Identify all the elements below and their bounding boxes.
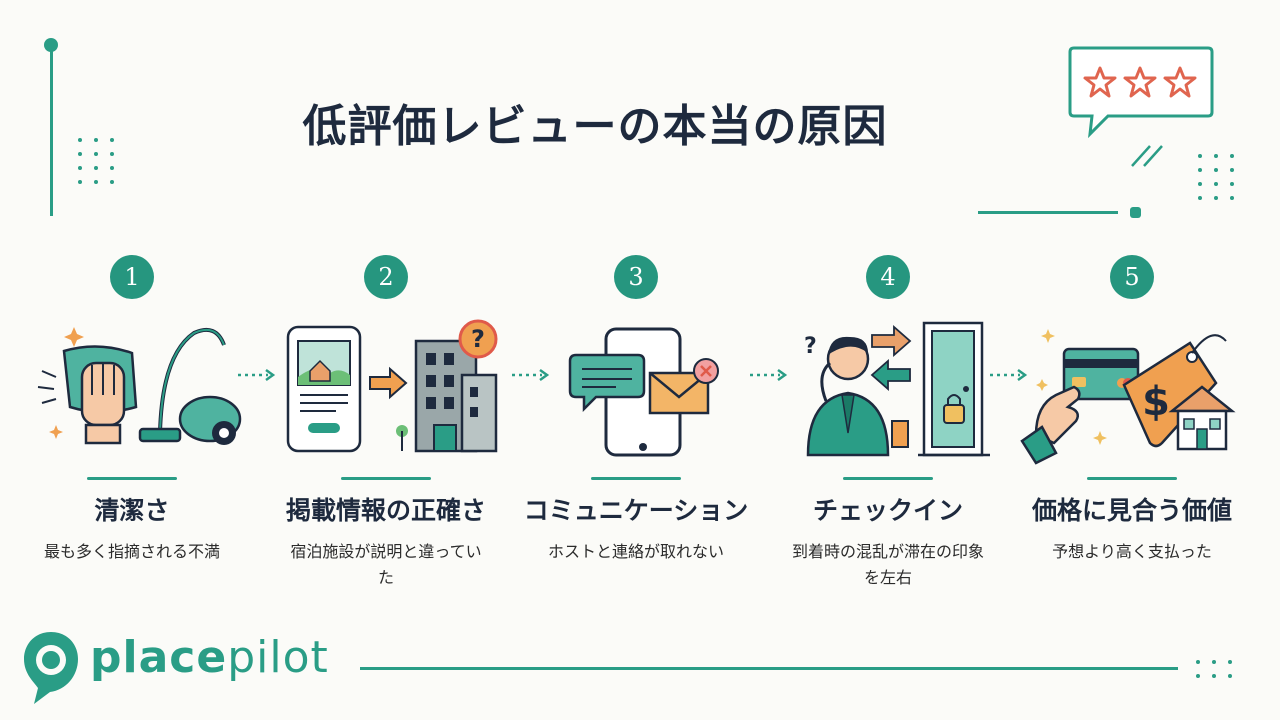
footer-dot-grid xyxy=(1196,660,1234,678)
page-title: 低評価レビューの本当の原因 xyxy=(302,101,888,152)
step-number-badge: 5 xyxy=(1110,255,1154,299)
step-label: 掲載情報の正確さ xyxy=(285,496,486,525)
step-1: 1 清潔さ 最も多く指摘される不満 xyxy=(12,255,252,561)
step-underline xyxy=(341,477,431,480)
svg-text:$: $ xyxy=(1142,379,1170,425)
step-4: 4 ? チェックイン 到着時の混乱が滞在の印象を左右 xyxy=(768,255,1008,587)
step-description: 予想より高く支払った xyxy=(1052,542,1212,561)
step-5: 5 $ 価格に見合う価値 予想より高く支払った xyxy=(1012,255,1252,561)
step-description: 最も多く指摘される不満 xyxy=(43,542,220,561)
cleaning-icon xyxy=(37,327,242,445)
logo-wordmark: placepilot xyxy=(90,632,329,683)
dotted-arrow-icon xyxy=(750,368,788,382)
step-label: 価格に見合う価値 xyxy=(1031,496,1232,525)
decor-dot-grid-right xyxy=(1198,154,1236,200)
step-number-badge: 3 xyxy=(614,255,658,299)
dotted-arrow-icon xyxy=(990,368,1028,382)
dotted-arrow-icon xyxy=(238,368,276,382)
step-label: 清潔さ xyxy=(94,496,170,525)
listing-accuracy-icon: ? xyxy=(286,319,498,453)
step-label: コミュニケーション xyxy=(523,496,749,525)
map-pin-logo-icon xyxy=(24,632,78,704)
step-2: 2 ? 掲載情報の正確さ 宿泊施 xyxy=(266,255,506,587)
step-3: 3 コミュニケーション ホストと連絡が取れない xyxy=(516,255,756,561)
step-underline xyxy=(843,477,933,480)
decor-slashes xyxy=(1131,145,1163,167)
step-underline xyxy=(591,477,681,480)
step-number-badge: 4 xyxy=(866,255,910,299)
decor-line-top-right xyxy=(978,211,1118,214)
svg-text:?: ? xyxy=(471,325,485,353)
decor-square-dot xyxy=(1130,207,1141,218)
logo-text-bold: place xyxy=(90,632,228,683)
star-rating-bubble-icon xyxy=(1068,46,1214,139)
svg-text:?: ? xyxy=(804,334,817,359)
step-description: 到着時の混乱が滞在の印象を左右 xyxy=(791,542,984,587)
step-number-badge: 2 xyxy=(364,255,408,299)
decor-dot-grid xyxy=(78,138,116,184)
decor-dot xyxy=(44,38,58,52)
step-underline xyxy=(87,477,177,480)
footer-line xyxy=(360,667,1178,670)
step-number-badge: 1 xyxy=(110,255,154,299)
step-label: チェックイン xyxy=(812,496,963,525)
step-description: ホストと連絡が取れない xyxy=(547,542,724,561)
placepilot-logo: placepilot xyxy=(22,630,342,706)
step-underline xyxy=(1087,477,1177,480)
check-in-icon: ? xyxy=(804,321,990,457)
step-description: 宿泊施設が説明と違っていた xyxy=(290,542,482,587)
value-icon: $ xyxy=(1020,329,1236,465)
dotted-arrow-icon xyxy=(512,368,550,382)
decor-vertical-line xyxy=(50,48,53,216)
communication-icon xyxy=(568,327,719,457)
logo-text-light: pilot xyxy=(227,632,329,683)
